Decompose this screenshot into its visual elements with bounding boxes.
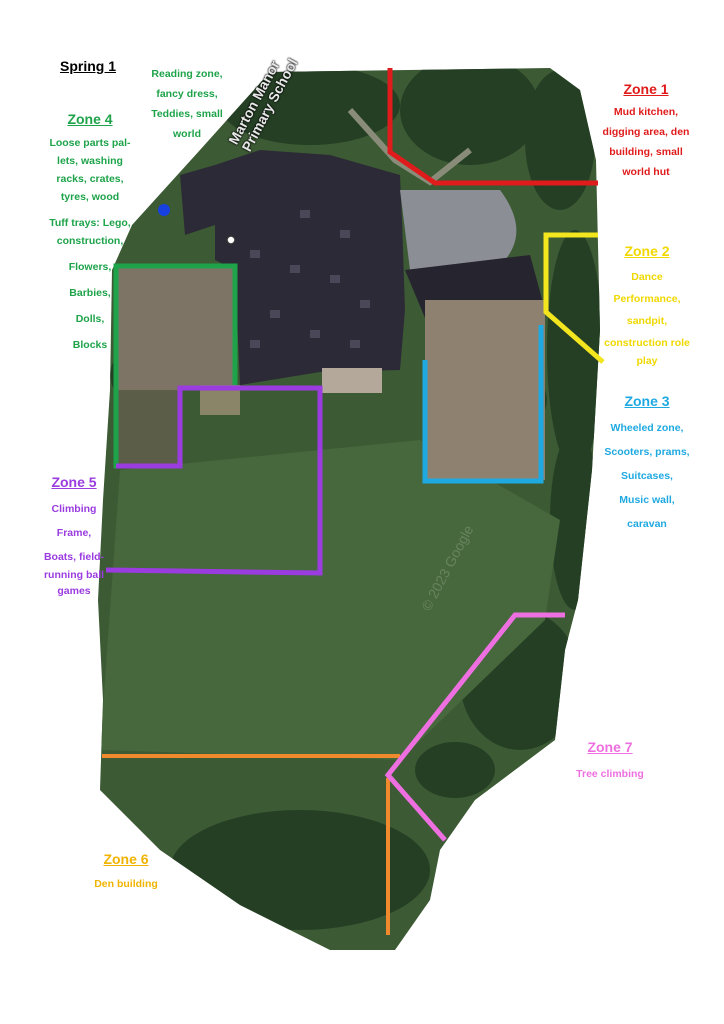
indoor-note-line: world	[173, 128, 201, 140]
zone2-label: Zone 2 Dance Performance, sandpit, const…	[600, 242, 694, 368]
zone3-line: Music wall,	[619, 494, 675, 506]
zone4-title: Zone 4	[67, 111, 113, 127]
zone5-line: Frame,	[56, 527, 92, 539]
school-building	[180, 150, 405, 385]
zone2-boundary	[543, 232, 605, 364]
zone4-line: tyres, wood	[60, 191, 120, 203]
aerial-image	[98, 68, 600, 950]
zone1-line: Mud kitchen,	[613, 106, 679, 118]
zone5-line: Boats, field-	[43, 551, 105, 563]
zone5-line: games	[57, 585, 91, 597]
zone2-title: Zone 2	[624, 243, 670, 259]
zone6-label: Zone 6 Den building	[70, 850, 182, 894]
zone2-line: Performance,	[613, 293, 681, 305]
zone5-line: running ball	[43, 569, 105, 581]
zone4-line: construction,	[56, 235, 124, 247]
zone4-line: Dolls,	[75, 313, 105, 325]
field	[100, 440, 560, 760]
zone7-boundary	[384, 612, 565, 842]
indoor-note-line: fancy dress,	[156, 88, 218, 100]
zone6-line: Den building	[94, 878, 158, 890]
indoor-activities-note: Reading zone, fancy dress, Teddies, smal…	[132, 64, 242, 144]
zone1-line: world hut	[622, 166, 670, 178]
zone5-line: Climbing	[51, 503, 97, 515]
court-surface-zone3	[425, 300, 545, 480]
footpath	[347, 107, 472, 186]
zone5-title: Zone 5	[51, 474, 97, 490]
zone5-boundary	[105, 385, 323, 576]
indoor-note-line: Teddies, small	[151, 108, 223, 120]
zone4-line: Barbies,	[69, 287, 111, 299]
outbuilding	[322, 368, 382, 393]
zone3-line: Suitcases,	[621, 470, 673, 482]
zone7-label: Zone 7 Tree climbing	[560, 738, 660, 784]
dirt-area	[118, 390, 180, 465]
page-title: Spring 1	[59, 58, 116, 74]
zone1-label: Zone 1 Mud kitchen, digging area, den bu…	[596, 80, 696, 182]
zone1-line: building, small	[609, 146, 683, 158]
blue-marker	[158, 204, 170, 216]
zone4-line: Flowers,	[68, 261, 112, 273]
location-pin-icon	[226, 235, 236, 245]
roof-detail	[250, 210, 370, 348]
zone4-line: Loose parts pal-	[49, 137, 131, 149]
zone4-label: Zone 4 Loose parts pal- lets, washing ra…	[40, 110, 140, 354]
zone3-boundary	[422, 325, 544, 484]
zone2-line: play	[636, 355, 658, 367]
zone3-label: Zone 3 Wheeled zone, Scooters, prams, Su…	[598, 392, 696, 536]
zone3-line: Scooters, prams,	[604, 446, 690, 458]
zone4-line: Tuff trays: Lego,	[49, 217, 131, 229]
zone3-title: Zone 3	[624, 393, 670, 409]
indoor-note-line: Reading zone,	[151, 68, 223, 80]
zone3-line: Wheeled zone,	[610, 422, 684, 434]
court-surface-zone4	[118, 268, 236, 390]
zone4-line: lets, washing	[57, 155, 123, 167]
playground-tarmac	[400, 190, 517, 270]
zone5-label: Zone 5 Climbing Frame, Boats, field- run…	[28, 473, 120, 599]
zone3-line: caravan	[627, 518, 667, 530]
zone4-line: racks, crates,	[56, 173, 124, 185]
zone1-boundary	[387, 68, 598, 186]
zone7-title: Zone 7	[587, 739, 633, 755]
zone1-title: Zone 1	[623, 81, 669, 97]
zone2-line: sandpit,	[626, 315, 668, 327]
zone2-line: Dance	[631, 271, 663, 283]
zone6-title: Zone 6	[103, 851, 149, 867]
zone7-line: Tree climbing	[576, 768, 644, 780]
zone4-line: Blocks	[72, 339, 108, 351]
zone1-line: digging area, den	[602, 126, 690, 138]
zone2-line: construction role	[604, 337, 690, 349]
